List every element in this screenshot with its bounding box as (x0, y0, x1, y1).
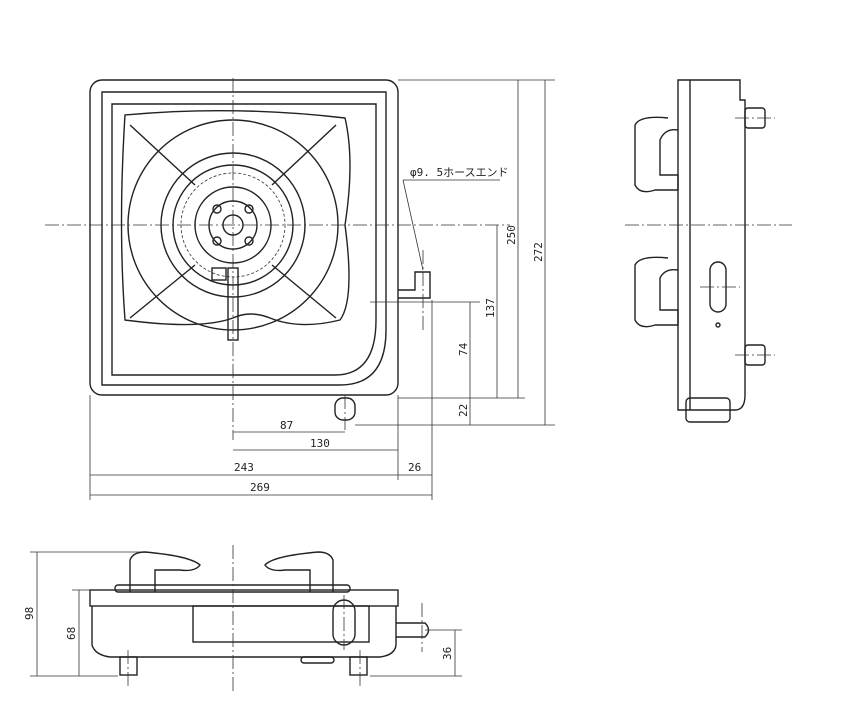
dim-26: 26 (408, 461, 421, 474)
dim-272: 272 (532, 242, 545, 262)
dim-36: 36 (441, 647, 454, 660)
dim-250: 250 (505, 225, 518, 245)
dim-130: 130 (310, 437, 330, 450)
hose-end-label: φ9. 5ホースエンド (410, 166, 509, 179)
top-dimensions (89, 79, 555, 500)
dim-243: 243 (234, 461, 254, 474)
front-dimensions (30, 551, 462, 677)
dim-98: 98 (23, 607, 36, 620)
dim-68: 68 (65, 627, 78, 640)
dim-22: 22 (457, 404, 470, 417)
dim-137: 137 (484, 298, 497, 318)
dim-269: 269 (250, 481, 270, 494)
dim-74: 74 (457, 342, 470, 356)
side-view (625, 79, 792, 423)
dim-87: 87 (280, 419, 293, 432)
top-view (45, 78, 510, 440)
front-view (89, 545, 430, 692)
